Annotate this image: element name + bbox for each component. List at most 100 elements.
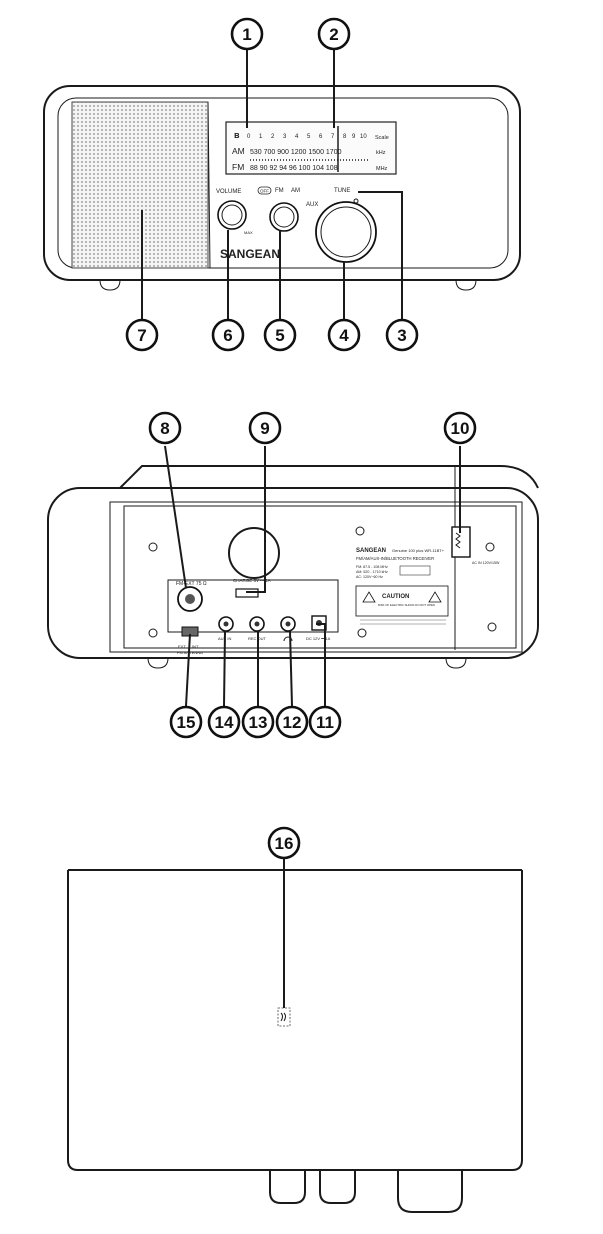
svg-text:10: 10 [451, 419, 470, 438]
volume-label: VOLUME [216, 189, 241, 195]
dial-scale-8: 8 [343, 134, 347, 140]
callout-6: 6 [211, 318, 245, 352]
freq-line-1: FM: 87.5 - 108 MHz [356, 565, 388, 569]
nfc-tag [277, 1007, 291, 1027]
volume-max-label: MAX [244, 230, 253, 235]
volume-knob-rim [221, 204, 243, 226]
svg-text:8: 8 [160, 419, 169, 438]
dial-scale-6: 6 [319, 134, 323, 140]
svg-text:6: 6 [223, 326, 232, 345]
front-cabinet [43, 85, 521, 281]
callout-14: 14 [207, 705, 241, 739]
rear-cabinet [47, 487, 539, 659]
antenna-label: FM-EXT 75 Ω [176, 581, 207, 587]
rear-brand: SANGEAN [356, 548, 386, 554]
switch-pos-ext: EXT [178, 644, 186, 649]
svg-text:4: 4 [339, 326, 349, 345]
rear-view: FM-EXT 75 Ω CHARGE 5V ⎓ 1A EXT INT FM AN… [47, 465, 539, 669]
dial-scale-7: 7 [331, 134, 335, 140]
power-indicator [353, 198, 359, 204]
callout-7: 7 [125, 318, 159, 352]
dial-scale-4: 4 [295, 134, 299, 140]
front-leaders [141, 50, 403, 322]
freq-line-2: AM: 520 - 1710 kHz [356, 570, 388, 574]
fm-antenna-socket-core [185, 594, 195, 604]
speaker-grille [71, 101, 209, 269]
charge-label: CHARGE 5V ⎓ 1A [233, 578, 271, 583]
rear-leaders [164, 445, 461, 707]
dial-am-band: AM [232, 146, 245, 156]
off-badge [257, 186, 272, 195]
dial-scale-9: 9 [352, 134, 356, 140]
nfc-icon [280, 1012, 286, 1022]
dial-am-values: 530 700 900 1200 1500 1700 [250, 149, 342, 156]
callout-11: 11 [308, 705, 342, 739]
ac-label: AC IN 120V/15W [472, 561, 500, 565]
dc-label: DC 12V ⎓ 1A [306, 636, 331, 641]
svg-text:2: 2 [329, 25, 338, 44]
callout-1: 1 [230, 17, 264, 51]
svg-text:11: 11 [316, 713, 334, 732]
caution-label: CAUTION [382, 594, 409, 600]
svg-text:7: 7 [137, 326, 146, 345]
terminal-plate [167, 579, 339, 633]
svg-text:12: 12 [283, 713, 302, 732]
dial-scale-0: 0 [247, 134, 251, 140]
tuning-knob[interactable] [315, 201, 377, 263]
rear-cabinet-top [119, 465, 539, 489]
callout-9: 9 [248, 411, 282, 445]
rear-panel-inner [123, 505, 517, 649]
antenna-switch-label: FM ANTENNA [177, 650, 203, 655]
svg-text:5: 5 [275, 326, 284, 345]
dial-fm-band: FM [232, 162, 244, 172]
dial-scale-1: 1 [259, 134, 263, 140]
svg-text:13: 13 [249, 713, 268, 732]
dial-scale-2: 2 [271, 134, 275, 140]
callout-15: 15 [169, 705, 203, 739]
dial-scale-row: 0 1 2 3 4 5 6 7 8 9 10 [247, 134, 367, 140]
bottom-knob-band [319, 1170, 356, 1204]
tuning-dial-window [225, 121, 397, 175]
bottom-knob-volume [269, 1170, 306, 1204]
bottom-view [67, 858, 523, 1213]
callout-2: 2 [317, 17, 351, 51]
model-line: Genuine 100 plus WR-11BT+ [392, 548, 445, 553]
svg-text:1: 1 [242, 25, 251, 44]
headphone-icon [283, 636, 293, 642]
aux-label: AUX [306, 202, 318, 208]
svg-text:14: 14 [215, 713, 234, 732]
caution-sub: RISK OF ELECTRIC SHOCK DO NOT OPEN [378, 603, 435, 607]
callout-4: 4 [327, 318, 361, 352]
callout-16: 16 [267, 826, 301, 860]
front-view: ʙ 0 1 2 3 4 5 6 7 8 9 10 Scale AM 530 70… [43, 85, 521, 291]
receiver-line: FM/AM/AUX-IN/BLUETOOTH RECEIVER [356, 556, 434, 561]
front-foot-left [99, 279, 121, 291]
callout-8: 8 [148, 411, 182, 445]
callout-5: 5 [263, 318, 297, 352]
callout-13: 13 [241, 705, 275, 739]
dial-am-unit: kHz [376, 150, 386, 156]
svg-text:16: 16 [275, 834, 294, 853]
callouts: 1 2 3 4 5 6 7 8 9 10 11 12 13 14 15 16 [125, 17, 477, 860]
dial-scale-10: 10 [360, 134, 367, 140]
caution-box [355, 585, 449, 617]
freq-line-3: AC: 120V~60 Hz [356, 575, 383, 579]
shock-warning-icon [362, 591, 376, 603]
svg-text:15: 15 [177, 713, 196, 732]
switch-pos-int: INT [192, 644, 199, 649]
dial-fm-values: 88 90 92 94 96 100 104 108 [250, 165, 338, 172]
svg-text:3: 3 [397, 326, 406, 345]
bottom-knob-tune [397, 1170, 463, 1213]
dial-scale-unit: Scale [375, 135, 389, 141]
am-label: AM [291, 188, 300, 194]
tune-label: TUNE [334, 188, 350, 194]
rear-panel [109, 501, 523, 653]
dial-fm-unit: MHz [376, 166, 388, 172]
svg-text:9: 9 [260, 419, 269, 438]
dial-scale-3: 3 [283, 134, 287, 140]
off-label: OFF [260, 189, 269, 194]
cert-marks [399, 565, 431, 576]
callout-12: 12 [275, 705, 309, 739]
callout-10: 10 [443, 411, 477, 445]
